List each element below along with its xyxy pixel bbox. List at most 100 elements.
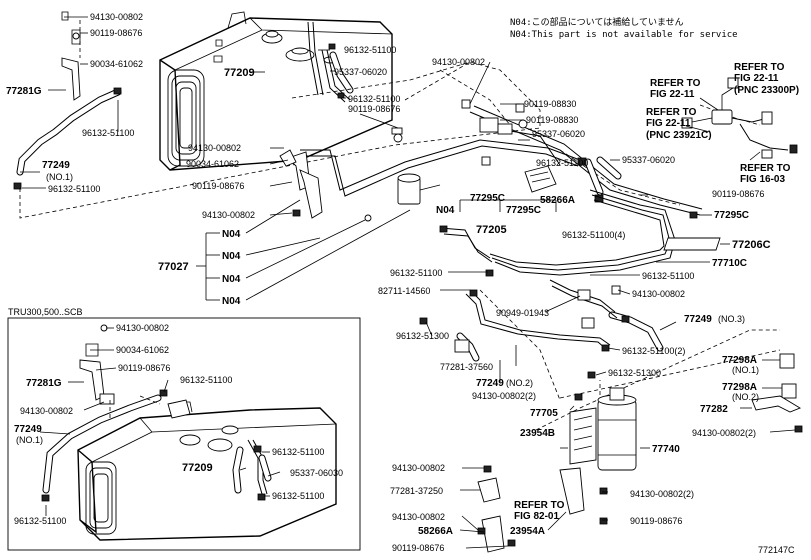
label-part: FIG 16-03 bbox=[740, 174, 785, 185]
label-part: REFER TO bbox=[740, 163, 791, 174]
label-part: 77209 bbox=[182, 462, 213, 474]
label-part: (PNC 23921C) bbox=[646, 130, 712, 141]
label-part: (NO.3) bbox=[718, 314, 745, 324]
label-part: 95337-06020 bbox=[622, 155, 675, 165]
label-part: 90119-08676 bbox=[348, 104, 400, 114]
label-part: 96132-51100 bbox=[180, 375, 232, 385]
label-part: (PNC 23300P) bbox=[734, 85, 799, 96]
label-part: 58266A bbox=[418, 526, 453, 537]
label-part: 94130-00802 bbox=[432, 57, 485, 67]
label-part: 94130-00802 bbox=[632, 289, 685, 299]
label-part: N04 bbox=[436, 205, 455, 216]
label-part: REFER TO bbox=[646, 107, 697, 118]
label-part: 77209 bbox=[224, 67, 255, 79]
refer-block-upper-right bbox=[681, 77, 798, 161]
label-part: 77249 bbox=[42, 160, 70, 171]
label-part: 94130-00802 bbox=[20, 406, 73, 416]
label-part: (NO.1) bbox=[46, 172, 73, 182]
label-part: 90119-08676 bbox=[630, 516, 682, 526]
leader-lines-topleft bbox=[20, 16, 346, 189]
label-part: 77281-37560 bbox=[440, 362, 493, 372]
label-part: 77027 bbox=[158, 261, 189, 273]
service-notes: N04:この部品については補給していません N04:This part is n… bbox=[510, 16, 738, 40]
label-part: 77740 bbox=[652, 444, 680, 455]
label-part: 23954B bbox=[520, 428, 555, 439]
label-part: 94130-00802(2) bbox=[692, 428, 756, 438]
label-part: 96132-51100 bbox=[272, 447, 324, 457]
label-part: (NO.2) bbox=[506, 378, 533, 388]
label-part: 77282 bbox=[700, 404, 728, 415]
label-part: 96132-51300 bbox=[608, 368, 661, 378]
part-labels: 94130-00802 90119-08676 90034-61062 7728… bbox=[6, 12, 799, 553]
label-part: FIG 22-11 bbox=[650, 89, 695, 100]
figure-id: 772147C bbox=[758, 545, 795, 555]
label-part: 96132-51100 bbox=[344, 45, 396, 55]
label-part: 96132-51300 bbox=[396, 331, 449, 341]
label-part: 77710C bbox=[712, 258, 747, 269]
assembly-77282 bbox=[740, 353, 803, 433]
label-part: FIG 82-01 bbox=[514, 511, 559, 522]
label-part: 96132-51100 bbox=[536, 158, 588, 168]
label-part: (NO.2) bbox=[732, 392, 759, 402]
note-en: N04:This part is not available for servi… bbox=[510, 30, 738, 40]
label-part: 77295C bbox=[714, 210, 749, 221]
inset-title: TRU300,500..SCB bbox=[8, 307, 83, 317]
lower-middle-hoses bbox=[419, 279, 677, 382]
label-part: 90034-61062 bbox=[90, 59, 143, 69]
label-part: 90119-08676 bbox=[712, 189, 764, 199]
label-part: 77705 bbox=[530, 408, 558, 419]
label-part: (NO.1) bbox=[732, 365, 759, 375]
label-part: 77249 bbox=[684, 314, 712, 325]
label-part: REFER TO bbox=[650, 78, 701, 89]
label-part: 96132-51100 bbox=[82, 128, 134, 138]
label-part: 96132-51100 bbox=[348, 94, 400, 104]
label-part: 90949-01943 bbox=[496, 308, 549, 318]
label-part: 96132-51100(2) bbox=[622, 346, 685, 356]
label-part: 94130-00802 bbox=[392, 512, 445, 522]
label-part: 90119-08676 bbox=[392, 543, 444, 553]
label-part: 95337-06030 bbox=[290, 468, 343, 478]
label-part: 90119-08830 bbox=[526, 115, 578, 125]
label-part: 94130-00802(2) bbox=[630, 489, 694, 499]
label-part: 94130-00802(2) bbox=[472, 391, 536, 401]
label-part: 77295C bbox=[470, 193, 505, 204]
label-part: 96132-51100(4) bbox=[562, 230, 625, 240]
label-part: 94130-00802 bbox=[188, 143, 241, 153]
label-part: 90034-61062 bbox=[116, 345, 169, 355]
main-tank-hoses bbox=[13, 11, 354, 190]
label-part: 94130-00802 bbox=[116, 323, 169, 333]
main-area-outline bbox=[19, 61, 541, 219]
label-part: 23954A bbox=[510, 526, 545, 537]
label-part: 90034-61062 bbox=[186, 159, 239, 169]
inset-variant-box: TRU300,500..SCB bbox=[7, 307, 361, 551]
label-part: N04 bbox=[222, 229, 241, 240]
label-part: N04 bbox=[222, 274, 241, 285]
charcoal-canister bbox=[547, 387, 650, 531]
label-part: 90119-08676 bbox=[90, 28, 142, 38]
label-part: 96132-51100 bbox=[272, 491, 324, 501]
label-part: 96132-51100 bbox=[642, 271, 694, 281]
label-part: 94130-00802 bbox=[202, 210, 255, 220]
label-part: 77281-37250 bbox=[390, 486, 443, 496]
note-jp: N04:この部品については補給していません bbox=[510, 16, 684, 28]
label-part: 96132-51100 bbox=[14, 516, 66, 526]
label-part: FIG 22-11 bbox=[734, 73, 779, 84]
label-part: 90119-08676 bbox=[118, 363, 170, 373]
label-part: REFER TO bbox=[514, 500, 565, 511]
label-part: 96132-51100 bbox=[48, 184, 100, 194]
label-part: 96132-51100 bbox=[390, 268, 442, 278]
label-part: 77281G bbox=[26, 378, 62, 389]
lower-center-brackets bbox=[459, 465, 516, 553]
label-part: FIG 22-11 bbox=[646, 118, 691, 129]
label-part: 94130-00802 bbox=[392, 463, 445, 473]
label-part: 77249 bbox=[476, 378, 504, 389]
fuel-tank-main bbox=[159, 11, 393, 171]
label-part: 77249 bbox=[14, 424, 42, 435]
label-part: 58266A bbox=[540, 195, 575, 206]
label-part: 77295C bbox=[506, 205, 541, 216]
label-part: 77281G bbox=[6, 86, 42, 97]
label-part: 95337-06020 bbox=[532, 129, 585, 139]
label-part: 94130-00802 bbox=[90, 12, 143, 22]
label-part: 77206C bbox=[732, 239, 771, 251]
